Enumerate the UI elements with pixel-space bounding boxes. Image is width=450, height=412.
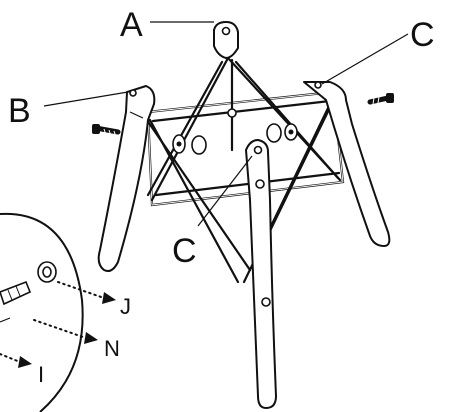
label-c-top: C <box>410 16 435 54</box>
screw-right <box>367 93 394 105</box>
leg-c-front <box>245 139 277 409</box>
arrow-j-head <box>102 292 116 304</box>
label-n: N <box>104 336 120 361</box>
label-c-middle: C <box>172 232 197 270</box>
label-b: B <box>8 92 31 130</box>
detail-inset <box>0 212 84 412</box>
guide-arrows <box>0 281 116 368</box>
mounting-pads <box>172 123 298 155</box>
label-i: I <box>38 362 44 387</box>
label-j: J <box>120 294 131 319</box>
leg-b <box>97 85 156 272</box>
leg-c-right <box>303 81 391 247</box>
leg-a <box>213 21 239 118</box>
arrow-i-head <box>18 356 32 368</box>
screw-left <box>92 124 121 138</box>
callout-leaders <box>43 21 409 227</box>
label-a: A <box>120 6 143 44</box>
arrow-n-head <box>84 332 98 344</box>
